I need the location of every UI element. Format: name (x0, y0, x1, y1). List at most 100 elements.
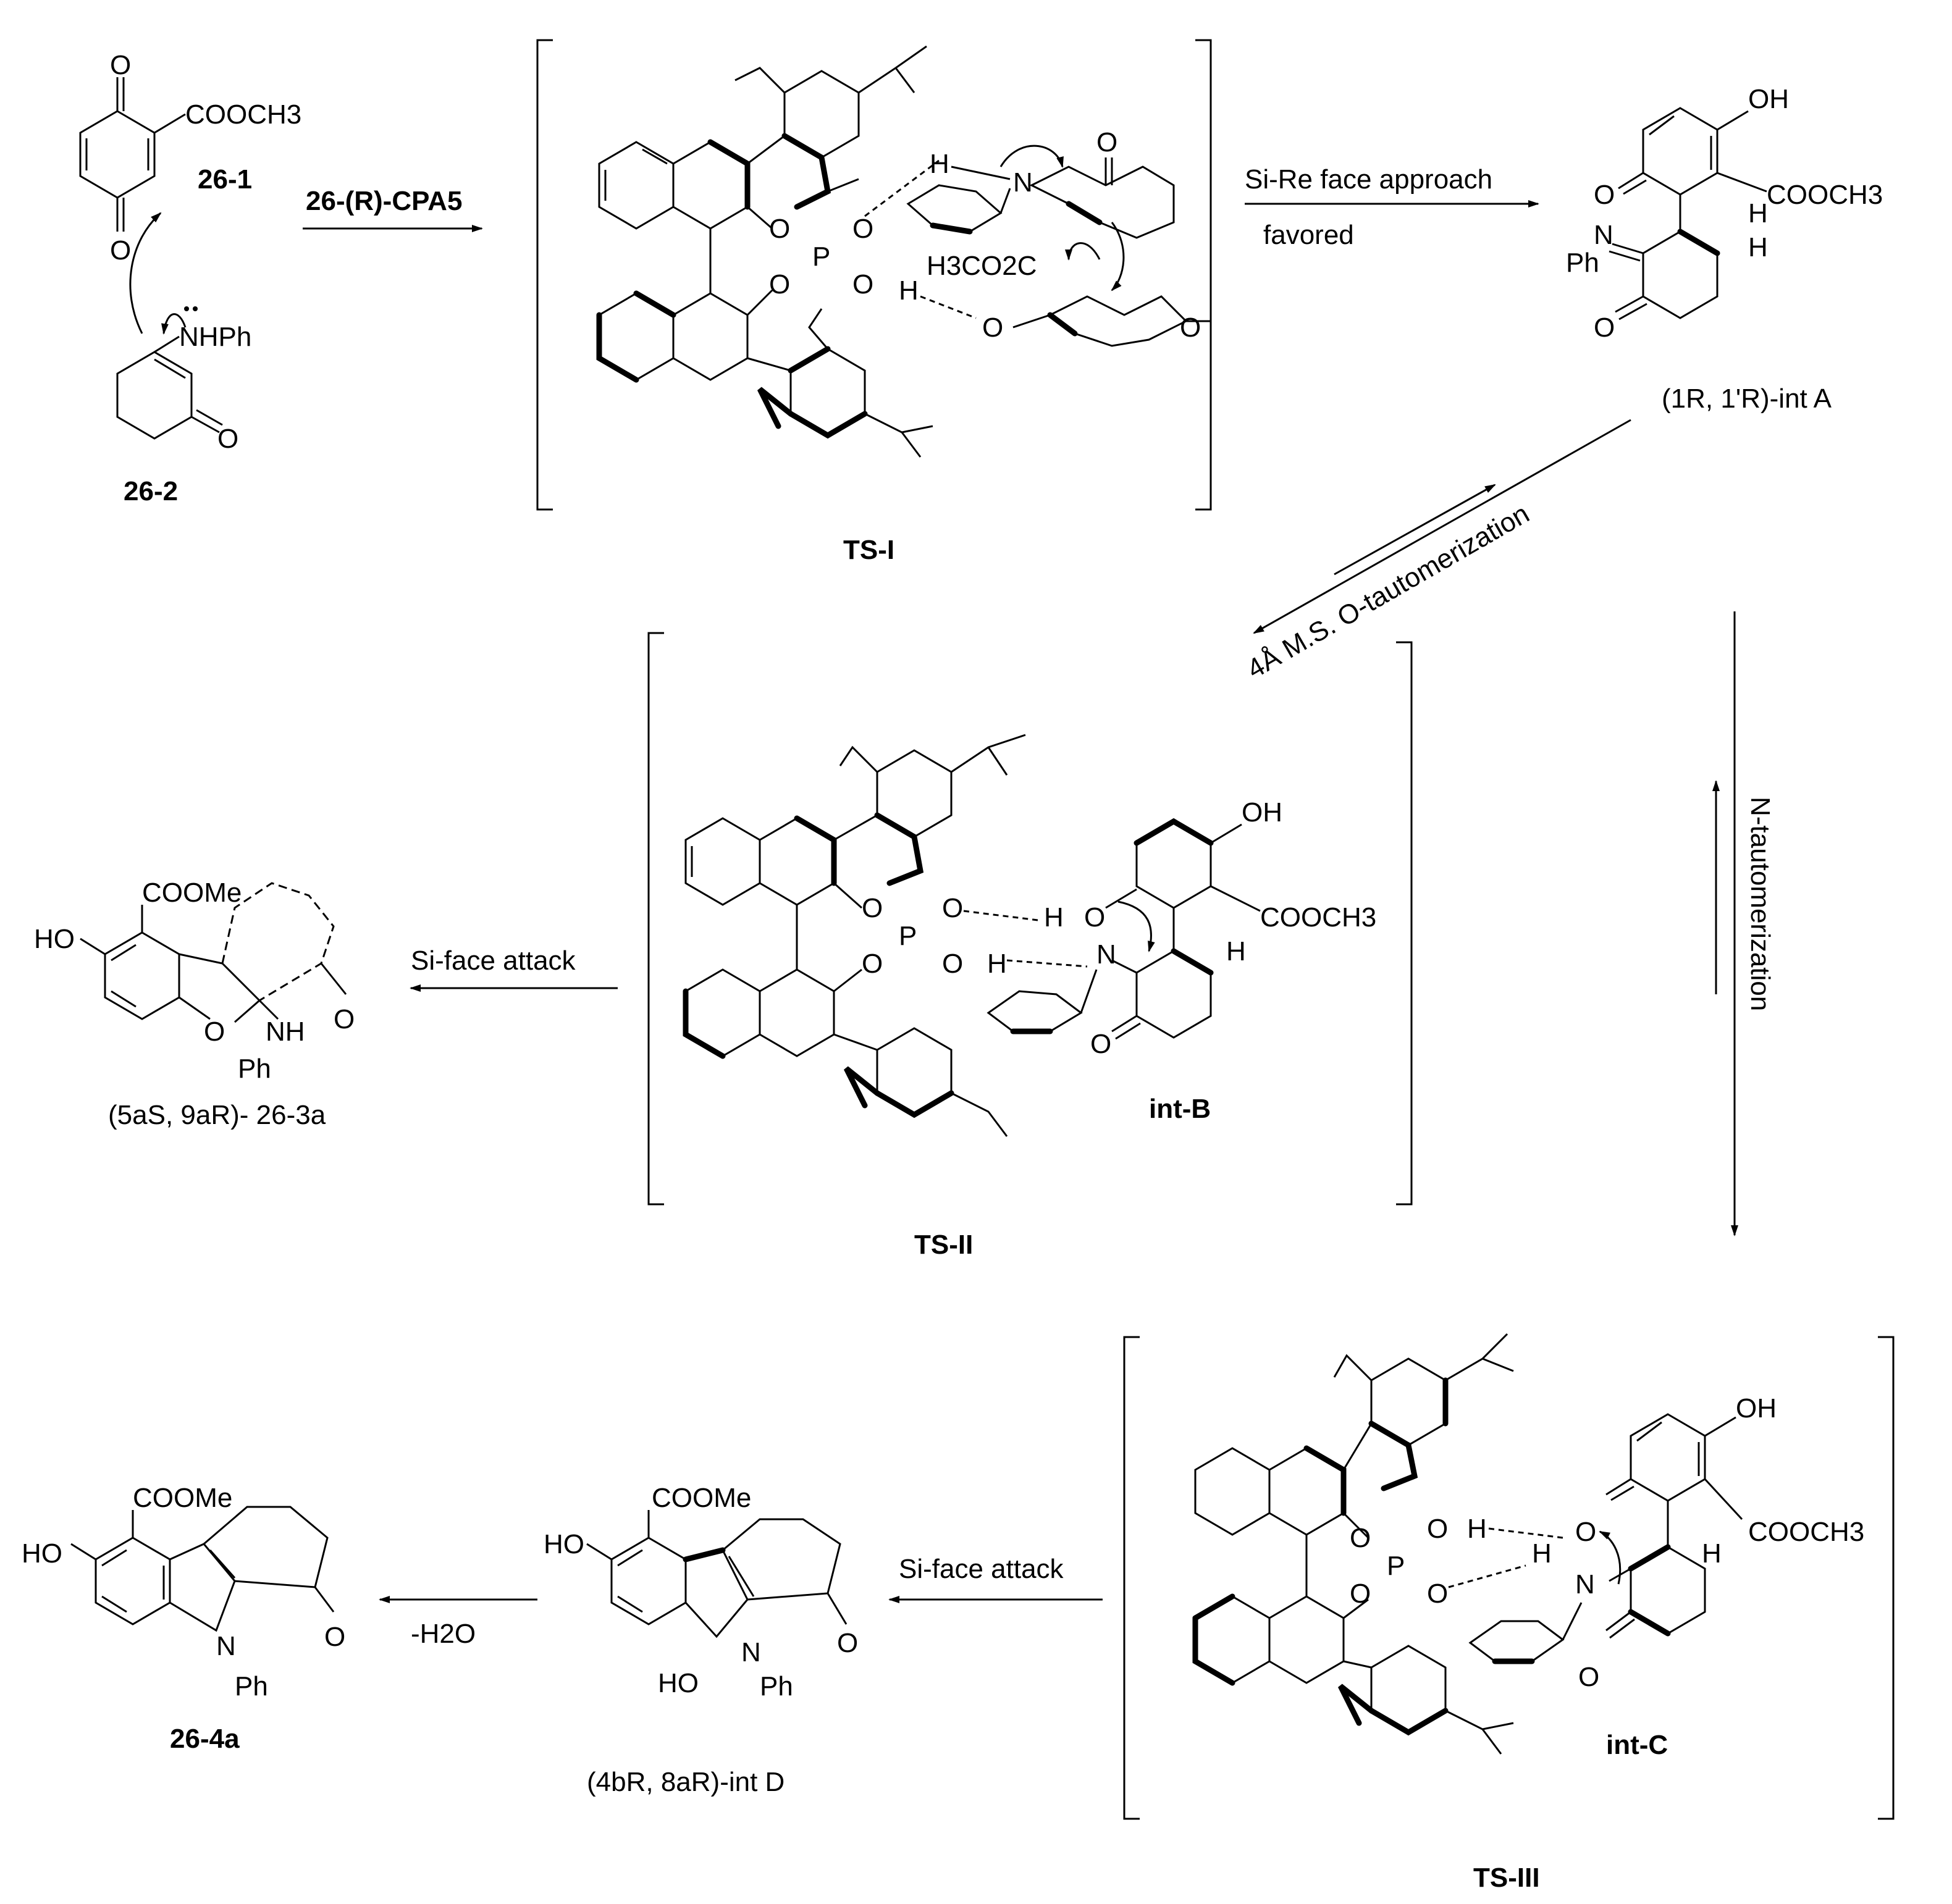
atom-ho: HO (544, 1529, 584, 1559)
atom-n: N (1096, 939, 1116, 970)
label-favored: favored (1263, 220, 1354, 250)
label-dehydration: -H2O (411, 1619, 476, 1649)
compound-26-2: NHPh O 26-2 (116, 212, 251, 506)
label-catalyst: 26-(R)-CPA5 (306, 186, 462, 216)
atom-h: H (1748, 198, 1768, 229)
compound-26-1: O O COOCH3 26-1 (79, 50, 301, 266)
atom-o: O (942, 893, 963, 923)
atom-o: O (852, 214, 873, 244)
label-n-taut: N-tautomerization (1745, 797, 1775, 1011)
atom-ho: HO (22, 1538, 62, 1569)
arrow-si-face-2: Si-face attack (888, 1554, 1103, 1603)
label-si-face-1: Si-face attack (411, 946, 576, 976)
label-26-4a: 26-4a (170, 1724, 240, 1754)
atom-o: O (1180, 312, 1201, 343)
arrow-n-tautomerization: N-tautomerization (1712, 611, 1775, 1236)
label-int-c: int-C (1606, 1730, 1668, 1760)
label-si-face-2: Si-face attack (899, 1554, 1064, 1584)
atom-o: O (334, 1004, 355, 1034)
atom-ph: Ph (235, 1671, 268, 1701)
atom-o: O (862, 893, 883, 923)
atom-o: O (1578, 1662, 1599, 1692)
label-int-a: (1R, 1'R)-int A (1662, 384, 1832, 414)
atom-nh: NH (266, 1017, 305, 1047)
atom-n: N (1594, 220, 1613, 250)
atom-o: O (852, 269, 873, 300)
atom-o: O (837, 1628, 858, 1658)
atom-coome: COOMe (652, 1483, 751, 1513)
atom-n: N (1575, 1569, 1595, 1600)
atom-ph: Ph (1566, 248, 1599, 278)
atom-oh: OH (1748, 84, 1789, 114)
atom-o: O (1427, 1579, 1448, 1609)
atom-oh: OH (1242, 797, 1282, 828)
label-26-3a: (5aS, 9aR)- 26-3a (108, 1100, 326, 1130)
arrow-dehydration: -H2O (379, 1596, 537, 1649)
atom-coome: COOMe (142, 878, 242, 908)
atom-o: O (942, 949, 963, 979)
atom-o: O (1575, 1517, 1596, 1547)
atom-o: O (1594, 180, 1615, 210)
label-ts2: TS-II (914, 1230, 973, 1260)
atom-o: O (769, 214, 790, 244)
compound-26-3a: HO COOMe O O NH Ph (5aS, 9aR)- 26-3a (34, 878, 355, 1130)
atom-cooch3: COOCH3 (1748, 1517, 1864, 1547)
transition-state-ts1: O O P O O H H N O (536, 39, 1212, 565)
label-o-taut: 4Å M.S. O-tautomerization (1242, 498, 1534, 685)
arrow-si-face-1: Si-face attack (410, 946, 618, 992)
atom-h: H (987, 949, 1007, 979)
atom-h: H (899, 275, 919, 306)
atom-h: H (1532, 1538, 1552, 1569)
atom-h: H (1702, 1538, 1722, 1569)
atom-o: O (1084, 902, 1105, 933)
atom-n: N (741, 1637, 761, 1667)
label-ts3: TS-III (1473, 1863, 1540, 1893)
label-si-re: Si-Re face approach (1245, 164, 1492, 195)
atom-o: O (1090, 1029, 1111, 1059)
atom-cooch3: COOCH3 (185, 99, 301, 130)
compound-int-d: HO COOMe O N Ph HO (4bR, 8aR)-int D (544, 1483, 858, 1797)
atom-h3co2c: H3CO2C (927, 251, 1037, 281)
arrow-step-1: 26-(R)-CPA5 (303, 186, 483, 232)
compound-26-4a: HO COOMe O N Ph 26-4a (22, 1483, 345, 1754)
atom-h: H (1226, 936, 1246, 967)
atom-o: O (1594, 312, 1615, 343)
atom-h: H (930, 149, 949, 179)
label-int-d: (4bR, 8aR)-int D (587, 1767, 785, 1797)
atom-o: O (1350, 1579, 1371, 1609)
atom-nhph: NHPh (179, 322, 251, 352)
atom-h: H (1044, 902, 1064, 933)
atom-o: O (1350, 1523, 1371, 1553)
atom-n: N (216, 1631, 236, 1661)
atom-o: O (110, 50, 131, 80)
atom-p: P (812, 241, 830, 272)
atom-ph: Ph (238, 1054, 271, 1084)
atom-ph: Ph (760, 1671, 793, 1701)
label-int-b: int-B (1149, 1094, 1211, 1124)
transition-state-ts3: O O P O O H OH O COOCH3 H (1123, 1333, 1895, 1893)
atom-o: O (862, 949, 883, 979)
transition-state-ts2: O O P O O H H O OH COOCH3 H (647, 632, 1413, 1260)
atom-ho: HO (34, 924, 75, 954)
atom-coome: COOMe (133, 1483, 232, 1513)
atom-o: O (204, 1017, 225, 1047)
atom-o: O (110, 235, 131, 266)
label-ts1: TS-I (843, 535, 894, 565)
atom-o: O (217, 424, 238, 454)
atom-cooch3: COOCH3 (1260, 902, 1376, 933)
atom-h: H (1467, 1514, 1487, 1544)
label-26-2: 26-2 (124, 476, 178, 506)
arrow-o-tautomerization: 4Å M.S. O-tautomerization (1242, 419, 1631, 685)
atom-oh: OH (1736, 1393, 1777, 1424)
atom-o: O (324, 1622, 345, 1652)
atom-o: O (769, 269, 790, 300)
atom-h: H (1748, 232, 1768, 262)
atom-o: O (1096, 127, 1117, 157)
arrow-step-2: Si-Re face approach favored (1245, 164, 1539, 250)
label-26-1: 26-1 (198, 164, 252, 195)
atom-p: P (1387, 1551, 1405, 1581)
atom-p: P (899, 921, 917, 951)
atom-o: O (1427, 1514, 1448, 1544)
